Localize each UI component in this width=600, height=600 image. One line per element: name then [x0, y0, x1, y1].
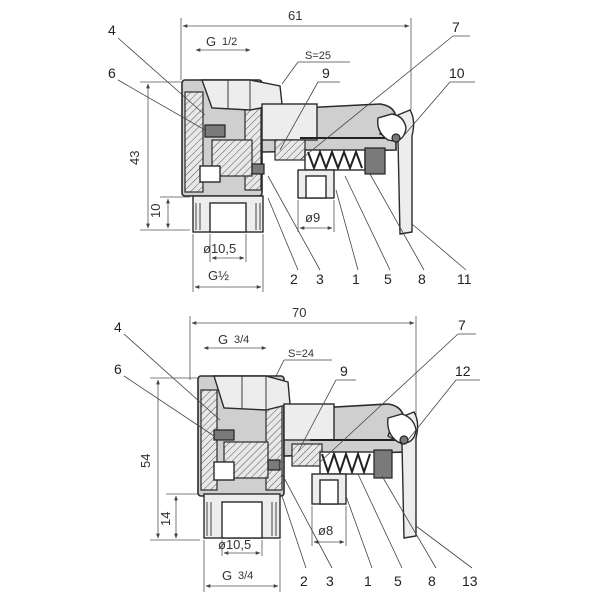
- top-wrench-label: S=25: [305, 50, 331, 62]
- top-callouts: 4 6 9 7 10 2 3 1 5 8 11: [108, 19, 475, 287]
- bottom-lever-handle: [387, 411, 419, 539]
- bottom-wrench-label: S=24: [288, 348, 314, 360]
- top-spring-stop: [364, 147, 386, 175]
- top-callout-4: 4: [108, 22, 116, 38]
- top-valve-core: [211, 139, 253, 177]
- top-dim-overall-width: 61: [180, 8, 412, 110]
- bottom-insert: [213, 461, 235, 481]
- top-dim-bottom-offset: 10: [148, 196, 190, 229]
- top-callout-9: 9: [322, 65, 330, 81]
- top-callout-10: 10: [449, 65, 465, 81]
- bottom-bottom-thread: [206, 502, 277, 536]
- top-callout-3: 3: [316, 271, 324, 287]
- bottom-thread-bottom-frac: 3/4: [238, 570, 253, 582]
- bottom-seal-ring: [213, 429, 235, 441]
- top-lever-handle: [379, 109, 415, 235]
- top-valve-drawing: 61 G 1/2 S=25 43 10: [108, 8, 475, 292]
- top-thread-top-label: G: [206, 34, 216, 49]
- top-spring: [304, 149, 366, 171]
- bottom-callouts: 4 6 9 7 12 2 3 1 5 8 13: [114, 317, 480, 589]
- bottom-callout-3: 3: [326, 573, 334, 589]
- bottom-callout-1: 1: [364, 573, 372, 589]
- top-dim-wrench: S=25: [281, 50, 350, 85]
- top-thread-bottom-label: G½: [208, 268, 229, 283]
- bottom-lever-pin: [399, 435, 409, 445]
- bottom-outlet-bore: [319, 479, 339, 505]
- bottom-arm-cap: [283, 403, 335, 441]
- bottom-callout-4: 4: [114, 319, 122, 335]
- top-height-label: 43: [127, 151, 142, 165]
- bottom-bottom-bore: [221, 501, 263, 539]
- bottom-callout-6: 6: [114, 361, 122, 377]
- top-callout-1: 1: [352, 271, 360, 287]
- top-lever-pin: [391, 133, 401, 143]
- bottom-hex-nut: [213, 375, 291, 411]
- top-callout-8: 8: [418, 271, 426, 287]
- bottom-callout-9: 9: [340, 363, 348, 379]
- top-dim-thread-top: G 1/2: [195, 34, 251, 52]
- top-callout-11: 11: [457, 271, 472, 287]
- top-bottom-dia-label: ø10,5: [203, 241, 236, 256]
- top-gasket: [251, 163, 265, 175]
- top-outlet-dia: ø9: [305, 210, 320, 225]
- bottom-dim-thread-bottom: G 3/4: [203, 540, 281, 592]
- top-dim-height: 43: [127, 81, 190, 231]
- bottom-callout-8: 8: [428, 573, 436, 589]
- bottom-gasket: [267, 459, 281, 471]
- bottom-arm-seat: [291, 443, 323, 467]
- bottom-callout-2: 2: [300, 573, 308, 589]
- bottom-lever-knob: [387, 413, 417, 444]
- top-callout-5: 5: [384, 271, 392, 287]
- top-outlet-bore: [305, 175, 327, 199]
- bottom-thread-top-label: G: [218, 332, 228, 347]
- bottom-callout-7: 7: [458, 317, 466, 333]
- top-width-label: 61: [288, 8, 302, 23]
- bottom-height-label: 54: [138, 454, 153, 468]
- bottom-dim-height: 54: [138, 377, 200, 541]
- bottom-bottom-dia-label: ø10,5: [218, 537, 251, 552]
- top-thread-top-frac: 1/2: [222, 36, 237, 48]
- bottom-callout-12: 12: [455, 363, 471, 379]
- top-callout-7: 7: [452, 19, 460, 35]
- bottom-valve-drawing: 70 G 3/4 S=24 54 14: [114, 305, 480, 592]
- top-insert: [199, 165, 221, 183]
- top-bottom-thread: [195, 203, 261, 230]
- top-dim-thread-bottom: G½: [192, 234, 264, 292]
- top-arm-seat: [274, 139, 306, 161]
- bottom-width-label: 70: [292, 305, 306, 320]
- top-bottom-bore: [209, 202, 247, 233]
- bottom-thread-top-frac: 3/4: [234, 334, 249, 346]
- bottom-dim-bottom-dia: ø10,5: [218, 537, 263, 556]
- bottom-spring-stop: [373, 449, 393, 479]
- top-arm-cap: [261, 103, 318, 141]
- bottom-offset-label: 14: [158, 512, 173, 526]
- bottom-dim-thread-top: G 3/4: [203, 332, 267, 350]
- top-seal-ring: [204, 124, 226, 138]
- bottom-callout-13: 13: [462, 573, 478, 589]
- bottom-outlet-dia: ø8: [318, 523, 333, 538]
- bottom-spring: [319, 450, 377, 476]
- top-callout-2: 2: [290, 271, 298, 287]
- top-body-wall-left: [184, 91, 204, 193]
- top-offset-label: 10: [148, 204, 163, 218]
- bottom-callout-5: 5: [394, 573, 402, 589]
- top-dim-bottom-dia: ø10,5: [203, 234, 247, 262]
- bottom-dim-bottom-offset: 14: [158, 493, 200, 539]
- bottom-thread-bottom-label: G: [222, 568, 232, 583]
- top-callout-6: 6: [108, 65, 116, 81]
